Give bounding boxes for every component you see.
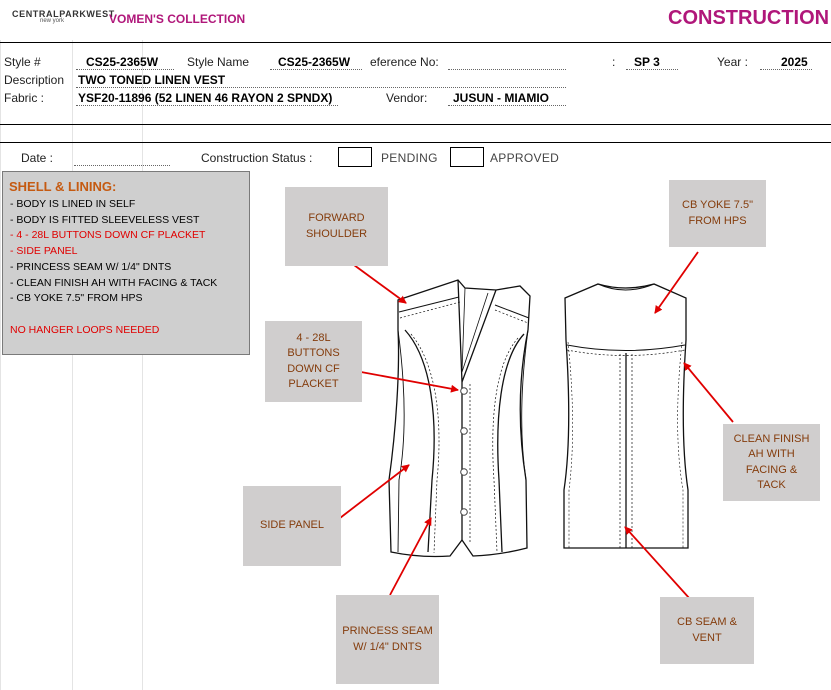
vendor-value: JUSUN - MIAMIO <box>453 91 549 105</box>
callout-buttons: 4 - 28L BUTTONS DOWN CF PLACKET <box>265 321 362 402</box>
header-divider <box>0 42 831 43</box>
style-number-label: Style # <box>4 55 41 69</box>
callout-clean-finish: CLEAN FINISH AH WITH FACING & TACK <box>723 424 820 501</box>
approved-checkbox[interactable] <box>450 147 484 167</box>
callout-cb-seam: CB SEAM & VENT <box>660 597 754 664</box>
notes-title: SHELL & LINING: <box>9 179 117 194</box>
front-buttons <box>460 387 468 516</box>
vendor-label: Vendor: <box>386 91 428 105</box>
note-line: - PRINCESS SEAM W/ 1/4" DNTS <box>10 260 172 273</box>
construction-notes: SHELL & LINING: - BODY IS LINED IN SELF -… <box>2 171 250 355</box>
pending-label: PENDING <box>381 151 438 165</box>
reference-label: eference No: <box>370 55 439 69</box>
construction-status-label: Construction Status : <box>201 151 313 165</box>
callout-forward-shoulder: FORWARD SHOULDER <box>285 187 388 266</box>
approved-label: APPROVED <box>490 151 560 165</box>
year-label: Year : <box>717 55 748 69</box>
season-value: SP 3 <box>634 55 660 69</box>
style-name-value: CS25-2365W <box>278 55 351 69</box>
note-line: - SIDE PANEL <box>10 245 78 258</box>
fabric-value: YSF20-11896 (52 LINEN 46 RAYON 2 SPNDX) <box>78 91 333 105</box>
note-line: - BODY IS LINED IN SELF <box>10 198 136 210</box>
vest-front-view <box>388 279 531 558</box>
note-line: - BODY IS FITTED SLEEVELESS VEST <box>10 213 200 226</box>
callout-cb-yoke: CB YOKE 7.5" FROM HPS <box>669 180 766 247</box>
page-title: CONSTRUCTION <box>668 7 830 29</box>
brand-logo-sub: new york <box>40 18 65 24</box>
season-separator: : <box>612 55 616 69</box>
callout-princess-seam: PRINCESS SEAM W/ 1/4" DNTS <box>336 595 439 684</box>
note-line: - 4 - 28L BUTTONS DOWN CF PLACKET <box>10 229 206 242</box>
description-value: TWO TONED LINEN VEST <box>78 73 226 87</box>
style-name-label: Style Name <box>187 55 250 69</box>
note-line: NO HANGER LOOPS NEEDED <box>10 323 160 336</box>
year-value: 2025 <box>781 55 808 69</box>
callout-side-panel: SIDE PANEL <box>243 486 341 566</box>
date-field[interactable] <box>74 165 170 166</box>
fabric-label: Fabric : <box>4 91 45 105</box>
style-number-value: CS25-2365W <box>86 55 159 69</box>
date-label: Date : <box>21 151 54 165</box>
pending-checkbox[interactable] <box>338 147 372 167</box>
vest-back-view <box>563 283 689 549</box>
collection-title: VOMEN'S COLLECTION <box>109 12 246 26</box>
description-label: Description <box>4 73 65 87</box>
note-line: - CLEAN FINISH AH WITH FACING & TACK <box>10 276 218 289</box>
brand-logo: CENTRALPARKWEST <box>12 9 115 19</box>
callout-arrows <box>339 251 734 600</box>
note-line: - CB YOKE 7.5" FROM HPS <box>10 292 143 305</box>
